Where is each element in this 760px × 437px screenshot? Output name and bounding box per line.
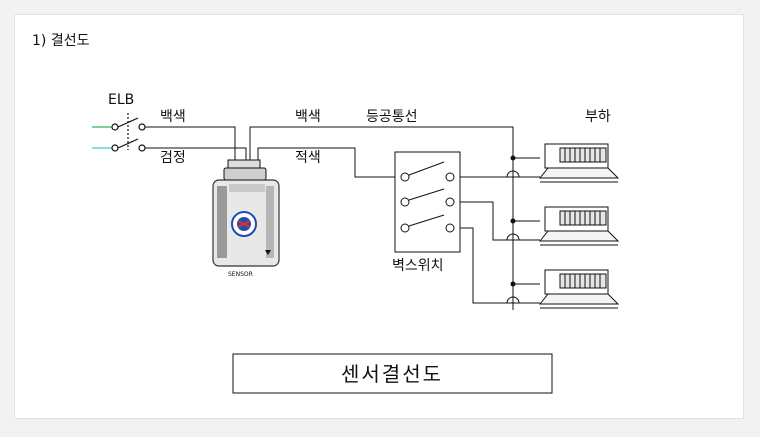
load-lamp-2 bbox=[538, 206, 620, 246]
load-label: 부하 bbox=[585, 109, 611, 125]
load-lamp-1 bbox=[538, 143, 620, 183]
red-wire-label: 적색 bbox=[295, 150, 321, 166]
section-title: 1) 결선도 bbox=[32, 33, 90, 49]
elb-breaker bbox=[92, 113, 146, 152]
black-wire-label: 검정 bbox=[160, 150, 186, 166]
motion-sensor bbox=[212, 159, 280, 267]
load-lamp-3 bbox=[538, 269, 620, 309]
elb-label: ELB bbox=[108, 92, 134, 108]
diagram-caption: 센서결선도 bbox=[341, 362, 443, 386]
wall-switch-label: 벽스위치 bbox=[392, 258, 444, 274]
wires bbox=[145, 126, 540, 310]
white-wire-label-right: 백색 bbox=[295, 109, 321, 125]
wall-switch bbox=[394, 151, 461, 253]
content-card bbox=[14, 14, 744, 419]
common-line-label: 등공통선 bbox=[366, 109, 418, 125]
sensor-label: SENSOR bbox=[228, 271, 253, 278]
caption-box bbox=[232, 353, 553, 394]
white-wire-label-left: 백색 bbox=[160, 109, 186, 125]
junction-dots bbox=[510, 155, 516, 287]
